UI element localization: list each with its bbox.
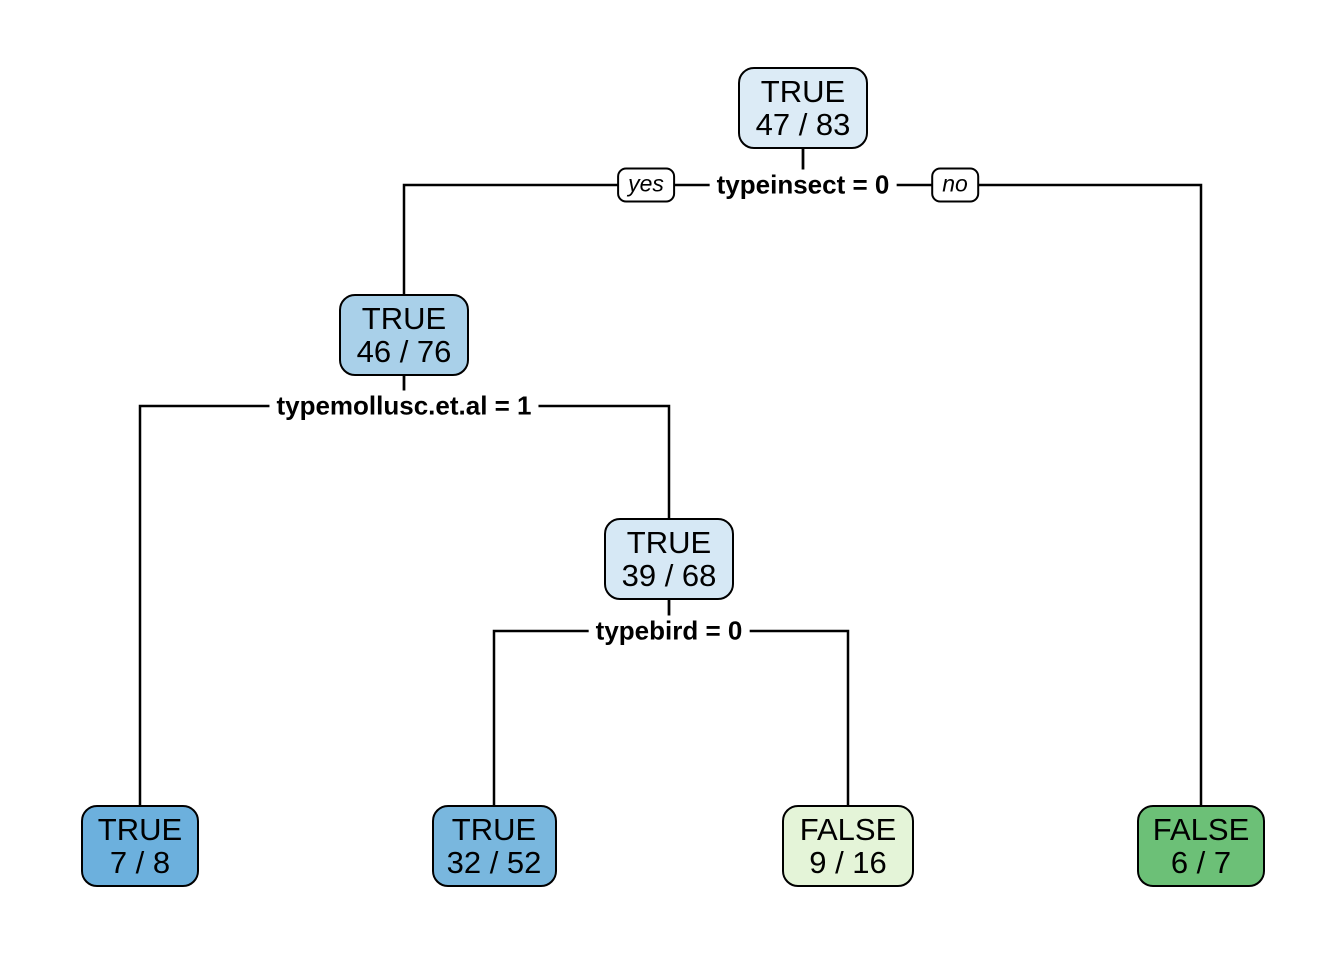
node-stats-label: 39 / 68 xyxy=(621,558,717,593)
tree-edge-root-to-leaf4 xyxy=(801,148,1203,805)
node-class-label: TRUE xyxy=(97,811,183,847)
node-class-label: TRUE xyxy=(760,73,846,109)
tree-edge-n2-to-leaf1 xyxy=(138,376,406,805)
node-class-label: TRUE xyxy=(451,811,537,847)
node-class-label: FALSE xyxy=(799,811,897,847)
node-stats-label: 9 / 16 xyxy=(809,845,887,880)
split-typeinsect: typeinsect = 0 xyxy=(709,169,897,201)
branch-label-yes: yes xyxy=(617,167,675,203)
node-class-label: TRUE xyxy=(361,300,447,336)
node-stats-label: 46 / 76 xyxy=(356,334,452,369)
node-stats-label: 7 / 8 xyxy=(109,845,171,880)
node-class-label: TRUE xyxy=(626,524,712,560)
node-class-label: FALSE xyxy=(1152,811,1250,847)
branch-label-no: no xyxy=(931,167,979,203)
split-typemollusc: typemollusc.et.al = 1 xyxy=(269,390,539,422)
node-stats-label: 32 / 52 xyxy=(446,845,542,880)
split-typebird: typebird = 0 xyxy=(588,615,750,647)
node-stats-label: 6 / 7 xyxy=(1170,845,1232,880)
node-stats-label: 47 / 83 xyxy=(755,107,851,142)
